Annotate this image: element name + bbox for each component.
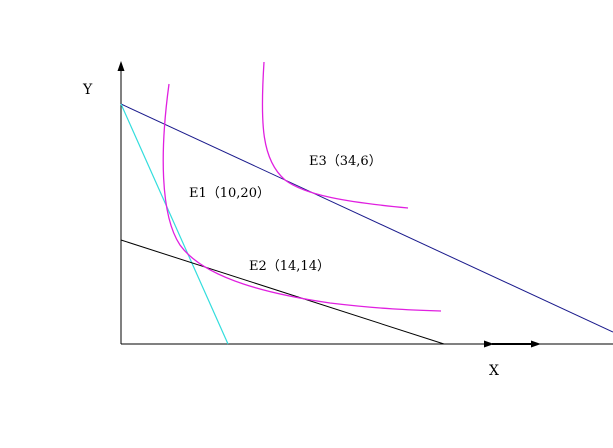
point-label-e1: E1（10,20）	[189, 186, 270, 201]
y-axis-label: Y	[82, 82, 93, 98]
indifference-curve-e1-e2	[162, 83, 442, 312]
budget-line-steep	[120, 103, 229, 345]
x-axis-label: X	[489, 363, 499, 379]
x-axis-bold-arrow-icon	[531, 340, 541, 348]
budget-line-high	[120, 103, 613, 333]
point-label-e3: E3（34,6）	[309, 154, 382, 169]
indifference-curve-e3	[261, 61, 409, 209]
budget-line-low	[120, 239, 445, 345]
point-label-e2: E2（14,14）	[249, 259, 330, 274]
y-axis-arrow-icon	[117, 61, 125, 71]
x-axis-arrow-icon	[484, 340, 494, 348]
